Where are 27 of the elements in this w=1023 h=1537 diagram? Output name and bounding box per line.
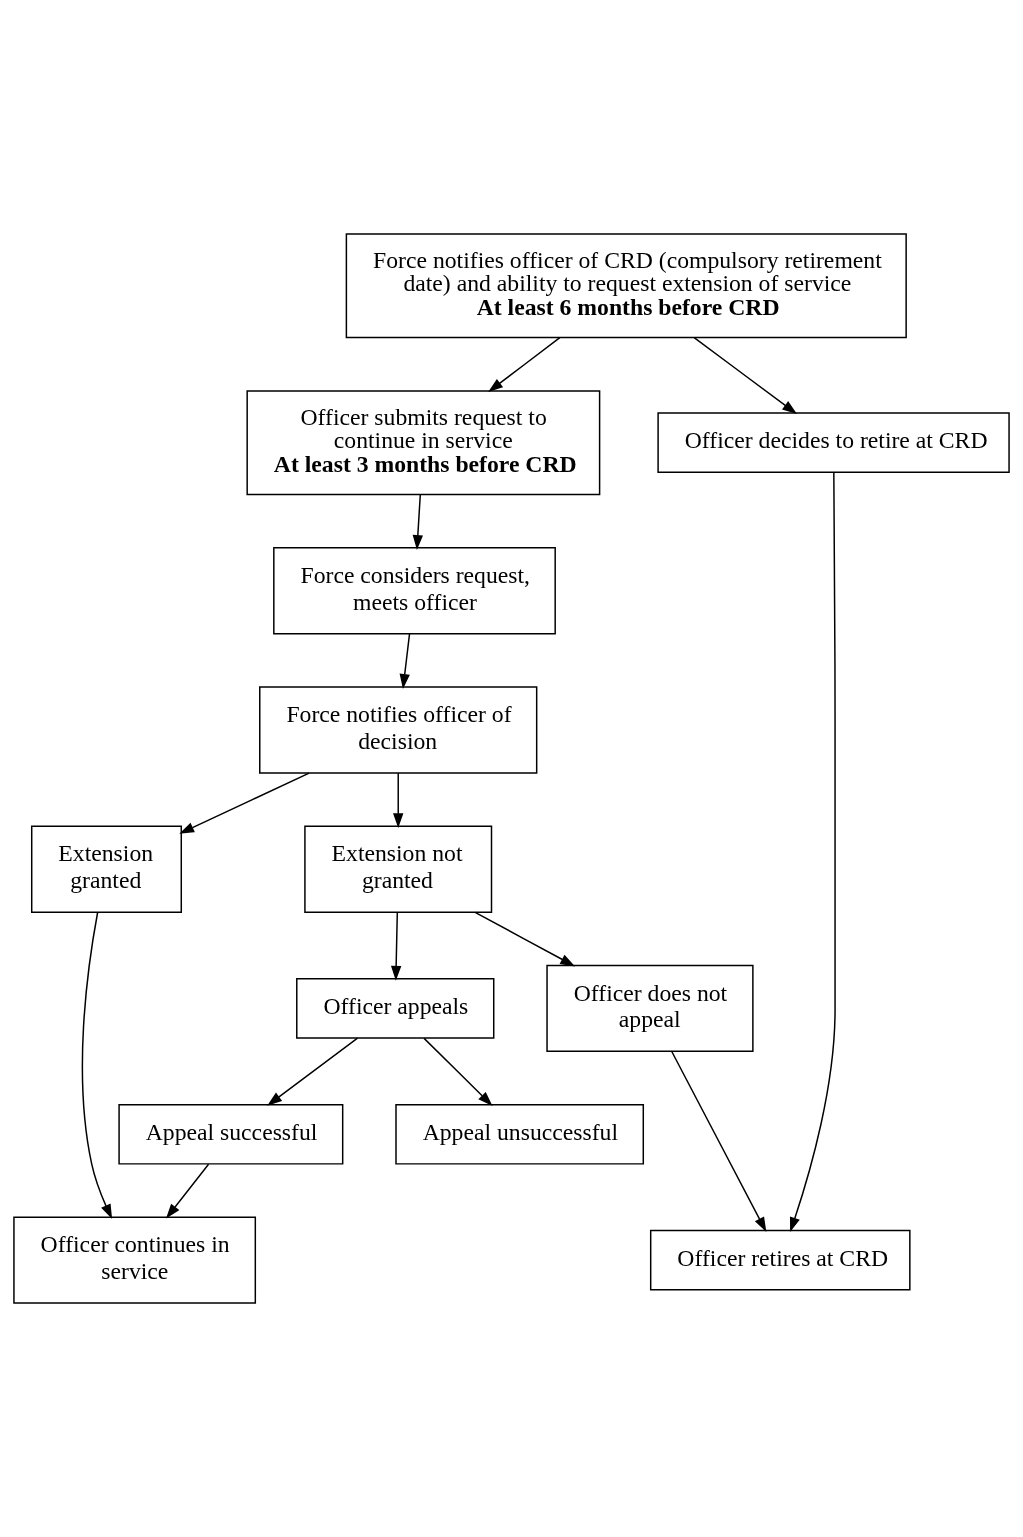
- arrow: [423, 1037, 493, 1106]
- node-box: Force considers request, meets officer: [273, 547, 556, 635]
- node-box: Force notifies officer of decision: [259, 686, 538, 774]
- node-box: Appeal successful: [118, 1103, 344, 1165]
- arrow: [488, 336, 561, 393]
- arrow: [393, 772, 404, 829]
- node-box: Officer appeals: [296, 978, 495, 1039]
- node-box: Officer continues in service: [13, 1216, 257, 1304]
- node-box: Officer decides to retire at CRD: [657, 412, 1010, 474]
- arrow: [166, 1163, 210, 1219]
- node-box: Officer submits request to continue in service At least 3 months before CRD: [246, 390, 601, 496]
- node-box: Officer retires at CRD: [649, 1229, 911, 1291]
- arrow: [693, 336, 797, 415]
- arrow: [179, 772, 310, 834]
- node-box: Appeal unsuccessful: [395, 1103, 645, 1165]
- arrow: [474, 911, 576, 967]
- arrow: [399, 633, 411, 689]
- node-box: Officer does not appeal: [546, 964, 754, 1053]
- arrow: [81, 911, 113, 1220]
- arrow: [671, 1050, 767, 1233]
- arrow: [390, 911, 402, 981]
- arrow: [789, 471, 836, 1233]
- node-box: Force notifies officer of CRD (compulsory retirement date) and ability to request extension of service At least 6 months before CRD: [345, 233, 907, 339]
- arrow: [412, 493, 423, 550]
- node-box: Extension not granted: [304, 825, 493, 913]
- node-box: Extension granted: [30, 825, 182, 913]
- arrow: [267, 1037, 359, 1106]
